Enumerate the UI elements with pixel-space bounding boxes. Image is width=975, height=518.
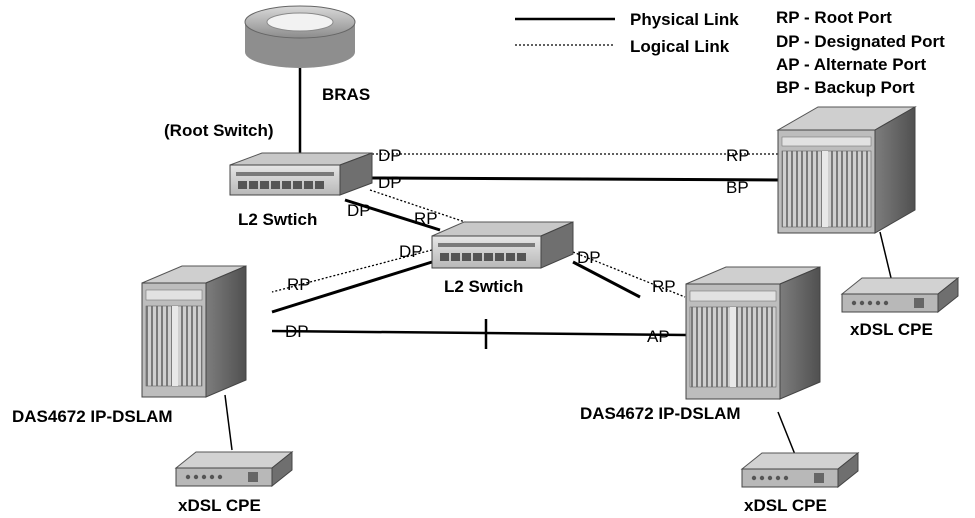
- port-labels: DP RP DP BP DP RP DP RP DP RP DP AP: [285, 146, 750, 346]
- legend: Physical Link Logical Link RP - Root Por…: [515, 8, 945, 97]
- links: [224, 68, 893, 458]
- physical-link-mid-switch-to-right-dslam: [572, 260, 641, 299]
- legend-physical-link-label: Physical Link: [630, 10, 739, 29]
- port-label-right-dslam-rp: RP: [652, 277, 676, 296]
- port-label-mid-from-top-rp: RP: [414, 209, 438, 228]
- legend-port-role-dp: DP - Designated Port: [776, 32, 945, 51]
- legend-port-role-bp: BP - Backup Port: [776, 78, 915, 97]
- bras-router-icon: [244, 5, 356, 68]
- physical-link-left-dslam-to-right-dslam: [271, 329, 687, 337]
- physical-link-mid-switch-to-left-dslam: [271, 260, 433, 314]
- mid-l2-switch-icon: [431, 221, 574, 269]
- physical-link-root-switch-to-right-chassis: [371, 176, 783, 182]
- port-label-left-dslam-dp: DP: [285, 322, 309, 341]
- bras-label: BRAS: [322, 85, 370, 104]
- port-label-mid-right-dp: DP: [577, 248, 601, 267]
- root-switch-caption: (Root Switch): [164, 121, 274, 140]
- port-label-top-physical-dp: DP: [378, 173, 402, 192]
- right-dslam-chassis-icon: [685, 266, 821, 400]
- logical-link-mid-switch-to-left-dslam: [271, 249, 433, 293]
- link-right-chassis-to-cpe: [879, 231, 893, 283]
- left-dslam-chassis-icon: [141, 265, 247, 398]
- physical-link-root-switch-to-mid-switch: [344, 198, 441, 232]
- port-label-right-dslam-ap: AP: [647, 327, 670, 346]
- cpe-left-label: xDSL CPE: [178, 496, 261, 515]
- port-label-right-logical-rp: RP: [726, 146, 750, 165]
- right-cpe-modem-icon: [740, 451, 860, 489]
- node-labels: BRAS (Root Switch) L2 Swtich L2 Swtich D…: [12, 85, 933, 515]
- l2-switch-mid-label: L2 Swtich: [444, 277, 523, 296]
- logical-link-root-switch-to-mid-switch: [369, 189, 466, 223]
- l2-switch-top-label: L2 Swtich: [238, 210, 317, 229]
- dslam-right-label: DAS4672 IP-DSLAM: [580, 404, 741, 423]
- right-top-chassis-icon: [776, 106, 917, 234]
- left-cpe-modem-icon: [174, 450, 294, 488]
- port-label-top-to-mid-dp: DP: [347, 201, 371, 220]
- port-label-mid-left-dp: DP: [399, 242, 423, 261]
- legend-port-role-rp: RP - Root Port: [776, 8, 892, 27]
- port-label-left-dslam-rp: RP: [287, 275, 311, 294]
- legend-logical-link-label: Logical Link: [630, 37, 730, 56]
- logical-link-mid-switch-to-right-dslam: [572, 251, 686, 298]
- cpe-right-label: xDSL CPE: [744, 496, 827, 515]
- far-right-cpe-modem-icon: [840, 276, 960, 314]
- link-right-dslam-to-cpe: [777, 411, 797, 458]
- root-l2-switch-icon: [229, 152, 373, 196]
- port-label-right-physical-bp: BP: [726, 178, 749, 197]
- link-left-dslam-to-cpe: [224, 394, 233, 451]
- port-label-top-logical-dp: DP: [378, 146, 402, 165]
- cpe-far-right-label: xDSL CPE: [850, 320, 933, 339]
- dslam-left-label: DAS4672 IP-DSLAM: [12, 407, 173, 426]
- legend-port-role-ap: AP - Alternate Port: [776, 55, 927, 74]
